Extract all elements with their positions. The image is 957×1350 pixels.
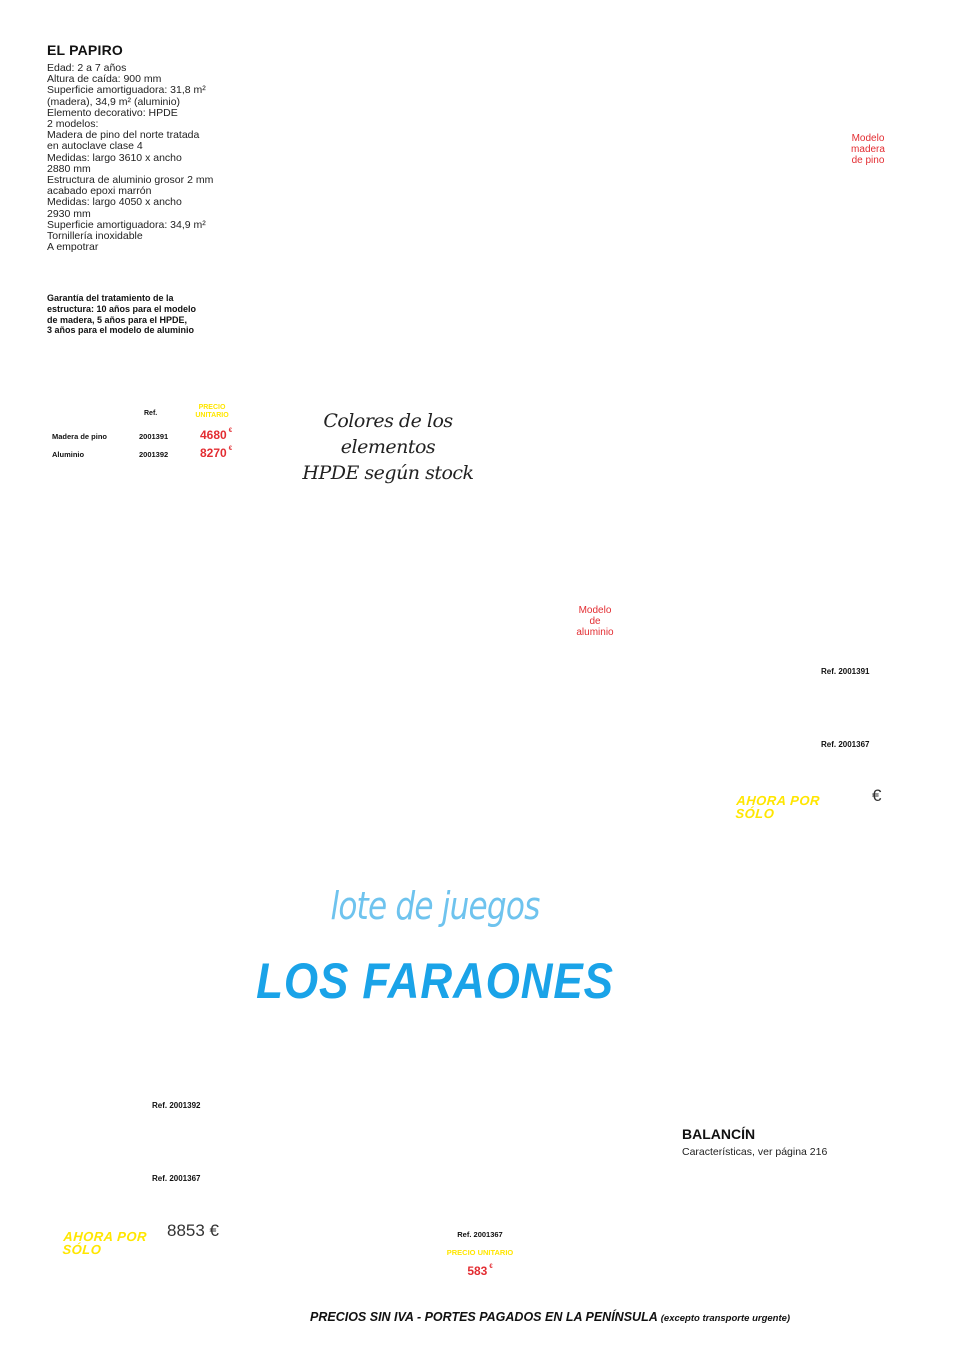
currency-symbol: €: [489, 1264, 493, 1270]
bottom-price-label: PRECIO UNITARIO: [446, 1248, 514, 1257]
currency-symbol: €: [228, 446, 233, 452]
spec-line: Superficie amortiguadora: 31,8 m²: [47, 84, 206, 97]
lot-subtitle: lote de juegos: [330, 884, 540, 928]
spec-line: acabado epoxi marrón: [47, 185, 152, 198]
bottom-ref: Ref. 2001367: [457, 1230, 503, 1239]
spec-line: Tornillería inoxidable: [47, 230, 143, 243]
offer-label: AHORA POR SÓLO: [62, 1229, 147, 1257]
offer-label: AHORA POR SÓLO: [735, 793, 820, 821]
price-row-price: 8270€: [200, 446, 232, 460]
spec-line: en autoclave clase 4: [47, 140, 143, 153]
ref-label: Ref. 2001391: [821, 667, 870, 676]
offer-label-line: SÓLO: [62, 1242, 102, 1257]
price-value: 4680: [200, 428, 227, 442]
price-header-line: UNITARIO: [195, 412, 229, 419]
ref-label: Ref. 2001367: [152, 1174, 201, 1183]
ref-label: Ref. 2001392: [152, 1101, 201, 1110]
price-table-header-price: PRECIO UNITARIO: [190, 404, 234, 420]
spec-line: Altura de caída: 900 mm: [47, 73, 162, 86]
offer-label-line: SÓLO: [735, 806, 775, 821]
currency-symbol: €: [228, 428, 233, 434]
spec-line: Madera de pino del norte tratada: [47, 129, 200, 142]
offer-price: 8853 €: [167, 1221, 219, 1240]
model-label-aluminium: Modelo de aluminio: [568, 605, 622, 638]
model-label-line: aluminio: [576, 627, 614, 638]
ref-label: Ref. 2001367: [821, 740, 870, 749]
price-header-line: PRECIO: [198, 404, 226, 411]
note-line: HPDE según stock: [302, 462, 474, 484]
price-table-header-ref: Ref.: [144, 410, 158, 417]
spec-line: 2880 mm: [47, 162, 91, 175]
model-label-wood: Modelo madera de pino: [843, 133, 893, 166]
product-specs: Edad: 2 a 7 años Altura de caída: 900 mm…: [47, 62, 237, 254]
guarantee-line: de madera, 5 años para el HPDE,: [47, 314, 188, 325]
model-label-line: madera: [851, 144, 885, 155]
spec-line: Superficie amortiguadora: 34,9 m²: [47, 218, 206, 231]
spec-line: (madera), 34,9 m² (aluminio): [47, 95, 181, 108]
price-value: 583: [467, 1264, 488, 1278]
price-row-price: 4680€: [200, 428, 232, 442]
product-guarantee: Garantía del tratamiento de la estructur…: [47, 293, 237, 336]
bottom-price: 583€: [440, 1264, 520, 1278]
footer-main: PRECIOS SIN IVA - PORTES PAGADOS EN LA P…: [310, 1310, 658, 1324]
guarantee-line: 3 años para el modelo de aluminio: [47, 325, 195, 336]
balancin-title: BALANCÍN: [682, 1126, 756, 1142]
price-row-ref: 2001392: [139, 450, 169, 459]
model-label-line: Modelo: [578, 605, 612, 616]
spec-line: Medidas: largo 3610 x ancho: [47, 151, 182, 164]
price-value: 8270: [200, 446, 227, 460]
model-label-line: Modelo: [851, 133, 885, 144]
spec-line: Medidas: largo 4050 x ancho: [47, 196, 182, 209]
price-row-ref: 2001391: [139, 432, 169, 441]
note-line: Colores de los elementos: [323, 410, 453, 458]
footer-small: (excepto transporte urgente): [660, 1313, 791, 1324]
price-row-name: Aluminio: [52, 450, 85, 459]
handwritten-note: Colores de los elementos HPDE según stoc…: [288, 408, 488, 486]
spec-line: A empotrar: [47, 241, 99, 254]
spec-line: Elemento decorativo: HPDE: [47, 106, 178, 119]
guarantee-line: estructura: 10 años para el modelo: [47, 303, 197, 314]
spec-line: 2 modelos:: [47, 118, 99, 131]
product-title: EL PAPIRO: [47, 42, 123, 58]
model-label-line: de pino: [851, 155, 885, 166]
footer-note: PRECIOS SIN IVA - PORTES PAGADOS EN LA P…: [310, 1310, 790, 1324]
spec-line: Edad: 2 a 7 años: [47, 62, 127, 74]
balancin-subtitle: Características, ver página 216: [682, 1146, 828, 1158]
spec-line: 2930 mm: [47, 207, 91, 220]
offer-price: €: [872, 786, 882, 805]
lot-title: LOS FARAONES: [256, 953, 614, 1009]
price-row-name: Madera de pino: [52, 432, 108, 441]
model-label-line: de: [589, 616, 601, 627]
spec-line: Estructura de aluminio grosor 2 mm: [47, 174, 214, 187]
guarantee-line: Garantía del tratamiento de la: [47, 293, 174, 303]
